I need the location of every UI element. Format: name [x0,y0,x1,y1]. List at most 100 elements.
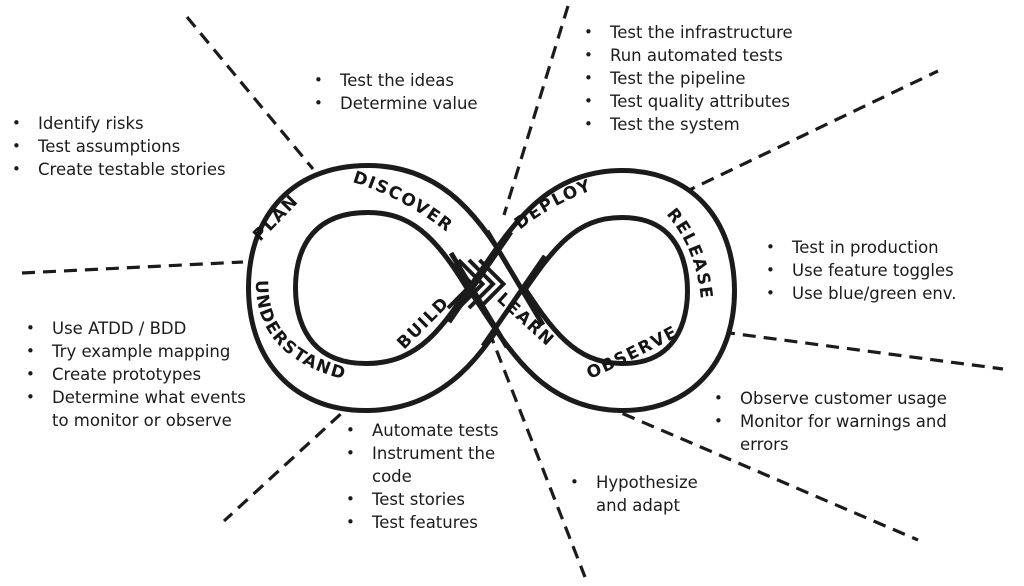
bullet-icon: • [584,46,593,64]
list-item: • Instrument the code [342,442,527,488]
list-item-text: Test stories [372,490,466,509]
bullet-icon: • [584,23,593,41]
list-item: • Use blue/green env. [762,282,957,305]
note-learn-activities: • Hypothesize and adapt [566,471,716,517]
list-item: • Determine value [310,92,478,115]
bullet-icon: • [584,69,593,87]
list-item-text: Test quality attributes [610,92,790,111]
bullet-icon: • [26,319,35,337]
chevron-icon [446,258,475,310]
list-item-text: Determine what events to monitor or obse… [52,388,246,430]
list-item: • Test assumptions [8,135,226,158]
list-item: • Identify risks [8,112,226,135]
list-item-text: Test in production [792,238,939,257]
divider-dashed-line [185,15,315,171]
list-item: • Test in production [762,236,957,259]
list-item: • Use ATDD / BDD [22,317,257,340]
list-item-text: Test the ideas [340,71,454,90]
bullet-icon: • [346,444,355,462]
infinity-band [245,162,738,414]
list-item-text: Test assumptions [38,137,181,156]
list-item: • Test stories [342,488,527,511]
note-discover-activities: • Test the ideas • Determine value [310,69,478,115]
bullet-icon: • [584,92,593,110]
chevron-icon [457,258,486,310]
divider-lines [21,5,1004,578]
list-item-text: Identify risks [38,114,144,133]
divider-dashed-line [21,260,244,275]
divider-dashed-line [682,69,939,195]
list-item: • Try example mapping [22,340,257,363]
bullet-icon: • [766,238,775,256]
divider-dashed-line [583,395,919,542]
chevron-icon [467,258,496,310]
list-item-text: Monitor for warnings and errors [740,412,947,454]
list-item-text: Observe customer usage [740,389,947,408]
divider-dashed-line [487,330,587,578]
list-item-text: Test the infrastructure [610,23,793,42]
divider-dashed-line [721,330,1004,371]
list-item: • Test the pipeline [580,67,793,90]
chevron-icon [478,258,507,310]
bullet-icon: • [570,473,579,491]
note-release-activities: • Test in production • Use feature toggles… [762,236,957,305]
list-item-text: Create testable stories [38,160,226,179]
list-item: • Hypothesize and adapt [566,471,716,517]
bullet-icon: • [346,513,355,531]
divider-dashed-line [222,398,358,523]
bullet-icon: • [714,412,723,430]
list-item-text: Test the pipeline [610,69,746,88]
list-item: • Use feature toggles [762,259,957,282]
bullet-icon: • [714,389,723,407]
list-item: • Run automated tests [580,44,793,67]
note-build-activities: • Automate tests • Instrument the code • Te… [342,419,527,534]
divider-dashed-line [502,5,570,216]
right-loop-inner [471,172,733,409]
note-understand-activities: • Use ATDD / BDD • Try example mapping •Cr… [22,317,257,432]
note-observe-activities: • Observe customer usage • Monitor for war… [710,387,965,456]
list-item: • Monitor for warnings and errors [710,410,965,456]
bullet-icon: • [346,421,355,439]
left-loop-inner [250,167,520,409]
list-item-text: Try example mapping [52,342,231,361]
list-item-text: Automate tests [372,421,499,440]
list-item-text: Determine value [340,94,478,113]
bullet-icon: • [26,342,35,360]
list-item: • Test the ideas [310,69,478,92]
bullet-icon: • [12,160,21,178]
bullet-icon: • [346,490,355,508]
list-item-text: Use ATDD / BDD [52,319,187,338]
bullet-icon: • [314,94,323,112]
chevron-arrows-icon [446,258,507,310]
list-item: • Automate tests [342,419,527,442]
list-item: • Test the system [580,113,793,136]
list-item-text: Instrument the code [372,444,496,486]
bullet-icon: • [26,365,35,383]
list-item: • Create testable stories [8,158,226,181]
note-plan-activities: • Identify risks • Test assumptions • Creat… [8,112,226,181]
list-item: • Test features [342,511,527,534]
list-item: •Create prototypes [22,363,257,386]
bullet-icon: • [314,71,323,89]
bullet-icon: • [12,137,21,155]
bullet-icon: • [584,115,593,133]
list-item-text: Use blue/green env. [792,284,957,303]
list-item: • Test the infrastructure [580,21,793,44]
list-item: • Determine what events to monitor or obs… [22,386,257,432]
bullet-icon: • [766,284,775,302]
bullet-icon: • [766,261,775,279]
crossing-edge-line [480,254,548,348]
list-item-text: Use feature toggles [792,261,954,280]
list-item-text: Hypothesize and adapt [596,473,698,515]
list-item-text: Test the system [610,115,740,134]
note-deploy-activities: • Test the infrastructure • Run automated … [580,21,793,136]
bullet-icon: • [12,114,21,132]
list-item-text: Test features [372,513,478,532]
bullet-icon: • [26,388,35,406]
list-item-text: Run automated tests [610,46,783,65]
list-item: • Test quality attributes [580,90,793,113]
crossing-edge-line [484,229,546,327]
list-item: • Observe customer usage [710,387,965,410]
